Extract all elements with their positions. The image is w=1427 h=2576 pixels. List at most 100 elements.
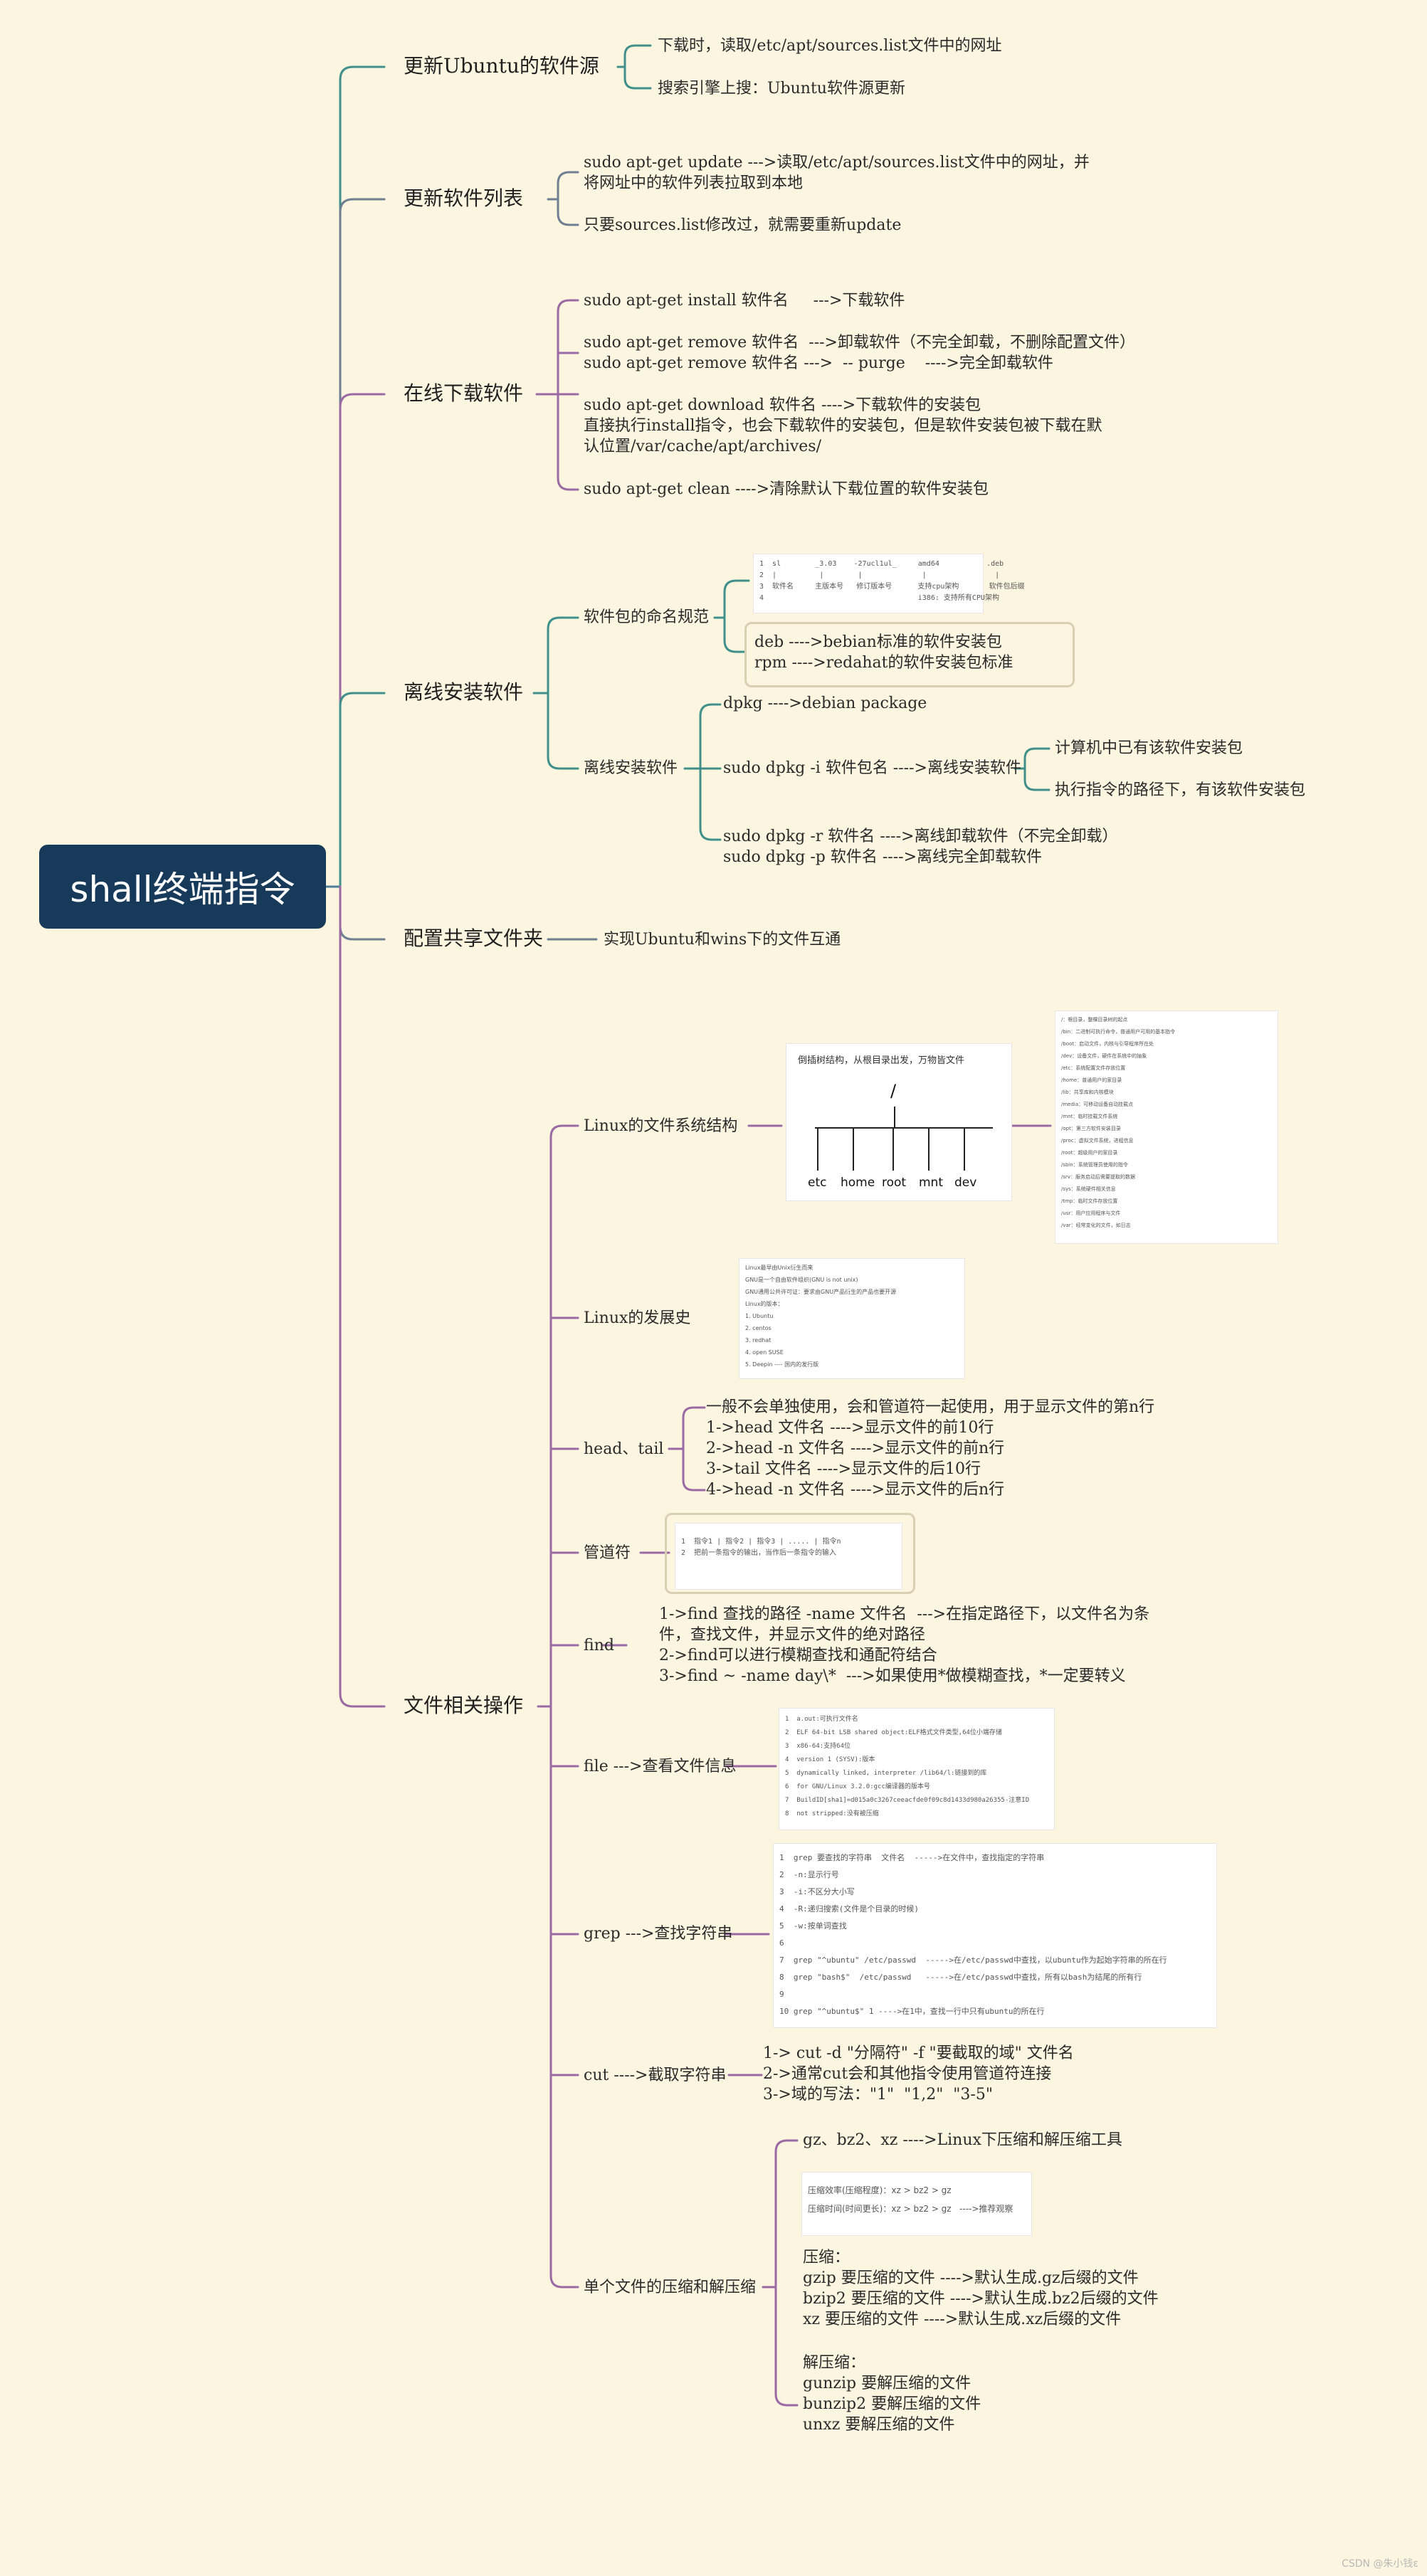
card-line: /proc：虚拟文件系统，进程信息 (1061, 1138, 1134, 1144)
leaf-cut: 1-> cut -d "分隔符" -f "要截取的域" 文件名 2->通常cut… (763, 2044, 1074, 2103)
branch-shared-folder[interactable]: 配置共享文件夹 (404, 927, 544, 950)
card-line: Linux的版本： (745, 1301, 784, 1307)
card-line: 2. centos (745, 1325, 772, 1331)
card-line: 8 not stripped:没有被压缩 (785, 1810, 879, 1817)
leaf-decompress-cmds: 解压缩： gunzip 要解压缩的文件 bunzip2 要解压缩的文件 unxz… (803, 2354, 981, 2434)
card-line: GNU是一个自由软件组织(GNU is not unix) (745, 1277, 858, 1283)
card-line: 1 sl _3.03 -27ucl1ul_ amd64 .deb (759, 560, 1004, 568)
root-node[interactable]: shall终端指令 (39, 845, 326, 929)
card-line: 6 for GNU/Linux 3.2.0:gcc编译器的版本号 (785, 1783, 930, 1790)
card-line: Linux最早由Unix衍生而来 (745, 1265, 813, 1271)
branch-update-list[interactable]: 更新软件列表 (404, 186, 524, 210)
fs-tree-card: 倒插树结构，从根目录出发，万物皆文件 / etc home root mnt d… (786, 1043, 1012, 1201)
node-pipe[interactable]: 管道符 (584, 1544, 631, 1562)
card-line: /boot：启动文件，内核与引导程序所在处 (1061, 1041, 1154, 1047)
leaf-compress-tools: gz、bz2、xz ---->Linux下压缩和解压缩工具 (803, 2131, 1122, 2149)
node-offline-install[interactable]: 离线安装软件 (584, 759, 678, 777)
card-line: 7 BuildID[sha1]=d015a0c3267ceeacfde0f09c… (785, 1797, 1030, 1804)
node-find[interactable]: find (584, 1637, 614, 1654)
card-line: 5 dynamically linked, interpreter /lib64… (785, 1770, 987, 1777)
card-line: /：根目录，整棵目录树的起点 (1061, 1017, 1128, 1023)
card-line: 5 -w:按单词查找 (779, 1921, 847, 1931)
fs-dir-etc: etc (808, 1176, 827, 1190)
leaf-dpkg: dpkg ---->debian package (723, 695, 927, 712)
card-line: 6 (779, 1938, 784, 1948)
card-line: /usr：用户应用程序与文件 (1061, 1210, 1121, 1216)
root-label: shall终端指令 (70, 869, 295, 910)
card-line: 2 ELF 64-bit LSB shared object:ELF格式文件类型… (785, 1729, 1002, 1736)
card-line: 1. Ubuntu (745, 1313, 774, 1319)
card-line: 2 -n:显示行号 (779, 1870, 839, 1879)
node-cut[interactable]: cut ---->截取字符串 (584, 2066, 727, 2084)
card-line: /root：超级用户的家目录 (1061, 1150, 1118, 1156)
branch-online-install[interactable]: 在线下载软件 (404, 381, 524, 405)
node-head-tail[interactable]: head、tail (584, 1440, 664, 1458)
card-line: 3. redhat (745, 1337, 772, 1344)
node-dpkg-install[interactable]: sudo dpkg -i 软件包名 ---->离线安装软件 (723, 759, 1021, 777)
pipe-card: 1 指令1 | 指令2 | 指令3 | ..... | 指令n 2 把前一条指令… (675, 1523, 902, 1590)
card-line: 1 grep 要查找的字符串 文件名 ----->在文件中，查找指定的字符串 (779, 1853, 1045, 1862)
node-file[interactable]: file --->查看文件信息 (584, 1758, 737, 1775)
card-line: /srv：服务启动后需要提取的数据 (1061, 1174, 1136, 1180)
card-line: 3 x86-64:支持64位 (785, 1743, 851, 1750)
card-line: /etc：系统配置文件存放位置 (1061, 1065, 1126, 1071)
card-line: 7 grep "^ubuntu" /etc/passwd ----->在/etc… (779, 1955, 1167, 1965)
branch-file-ops[interactable]: 文件相关操作 (404, 1694, 524, 1717)
node-grep[interactable]: grep --->查找字符串 (584, 1925, 733, 1943)
card-line: /sys：系统硬件相关信息 (1061, 1186, 1116, 1192)
card-line: 2 | | | | | (759, 571, 1000, 579)
leaf-apt-clean: sudo apt-get clean ---->清除默认下载位置的软件安装包 (584, 480, 989, 498)
fs-tree-lines (815, 1107, 993, 1171)
leaf-head-tail: 一般不会单独使用，会和管道符一起使用，用于显示文件的第n行 1->head 文件… (706, 1398, 1155, 1499)
leaf-pkg-in-path: 执行指令的路径下，有该软件安装包 (1055, 781, 1306, 799)
compress-ratio-card: 压缩效率(压缩程度)：xz > bz2 > gz 压缩时间(时间更长)：xz >… (801, 2172, 1032, 2236)
fs-dir-dev: dev (954, 1176, 977, 1190)
leaf-dpkg-remove: sudo dpkg -r 软件名 ---->离线卸载软件（不完全卸载） sudo… (723, 828, 1118, 866)
pipe-frame (665, 1513, 915, 1594)
leaf-apt-download: sudo apt-get download 软件名 ---->下载软件的安装包 … (584, 396, 1102, 455)
card-line: /media：可移动设备自动挂载点 (1061, 1102, 1134, 1107)
branch-update-sources[interactable]: 更新Ubuntu的软件源 (404, 54, 599, 78)
card-line: 3 -i:不区分大小写 (779, 1887, 855, 1896)
leaf-compress-cmds: 压缩： gzip 要压缩的文件 ---->默认生成.gz后缀的文件 bzip2 … (803, 2249, 1159, 2328)
node-linux-history[interactable]: Linux的发展史 (584, 1309, 691, 1327)
fs-root-slash: / (890, 1081, 897, 1101)
card-line: 3 软件名 主版本号 修订版本号 支持cpu架构 软件包后缀 (759, 583, 1025, 591)
fs-dirs-desc-card: /：根目录，整棵目录树的起点/bin：二进制可执行命令，普通用户可用的基本指令 /… (1055, 1010, 1278, 1244)
watermark: CSDN @朱小钱ε (1342, 2558, 1418, 2570)
naming-rule-card: 1 sl _3.03 -27ucl1ul_ amd64 .deb 2 | | |… (753, 554, 1025, 613)
leaf-pkg-in-computer: 计算机中已有该软件安装包 (1055, 739, 1243, 757)
linux-history-card: Linux最早由Unix衍生而来 GNU是一个自由软件组织(GNU is not … (739, 1258, 965, 1379)
node-fs-structure[interactable]: Linux的文件系统结构 (584, 1117, 738, 1135)
leaf-deb-rpm: deb ---->bebian标准的软件安装包 rpm ---->redahat… (754, 633, 1013, 672)
card-line: 1 a.out:可执行文件名 (785, 1716, 858, 1723)
card-line: /sbin：系统管理员使用的指令 (1061, 1162, 1128, 1168)
leaf-apt-install: sudo apt-get install 软件名 --->下载软件 (584, 292, 905, 310)
leaf-apt-remove: sudo apt-get remove 软件名 --->卸载软件（不完全卸载，不… (584, 334, 1135, 372)
leaf-apt-update: sudo apt-get update --->读取/etc/apt/sourc… (584, 154, 1090, 192)
node-compress[interactable]: 单个文件的压缩和解压缩 (584, 2279, 757, 2296)
card-line: /bin：二进制可执行命令，普通用户可用的基本指令 (1061, 1029, 1176, 1035)
card-line: /opt：第三方软件安装目录 (1061, 1126, 1121, 1131)
card-line: /var：经常变化的文件，如日志 (1061, 1223, 1131, 1228)
card-line: 9 (779, 1990, 784, 1999)
grep-card: 1 grep 要查找的字符串 文件名 ----->在文件中，查找指定的字符串 2… (773, 1843, 1217, 2028)
fs-dir-mnt: mnt (919, 1176, 943, 1190)
card-line: /lib：共享库和内核模块 (1061, 1089, 1114, 1095)
card-line: 4. open SUSE (745, 1349, 784, 1356)
card-line: 8 grep "bash$" /etc/passwd ----->在/etc/p… (779, 1973, 1142, 1982)
fs-caption: 倒插树结构，从根目录出发，万物皆文件 (798, 1055, 965, 1066)
leaf-shared-folder: 实现Ubuntu和wins下的文件互通 (604, 931, 841, 949)
card-line: 4 version 1 (SYSV):版本 (785, 1756, 875, 1763)
leaf-find: 1->find 查找的路径 -name 文件名 --->在指定路径下，以文件名为… (659, 1605, 1150, 1685)
card-line: 4 i386: 支持所有CPU架构 (759, 594, 999, 602)
fs-dir-root: root (882, 1176, 907, 1190)
node-naming-rule[interactable]: 软件包的命名规范 (584, 608, 710, 626)
card-line: /dev：设备文件，硬件在系统中的抽象 (1061, 1053, 1147, 1059)
file-info-card: 1 a.out:可执行文件名 2 ELF 64-bit LSB shared o… (779, 1708, 1055, 1830)
fs-dir-home: home (841, 1176, 875, 1190)
card-line: 压缩效率(压缩程度)：xz > bz2 > gz (808, 2185, 952, 2195)
card-line: 4 -R:递归搜索(文件是个目录的时候) (779, 1904, 919, 1913)
branch-offline-install[interactable]: 离线安装软件 (404, 680, 524, 704)
